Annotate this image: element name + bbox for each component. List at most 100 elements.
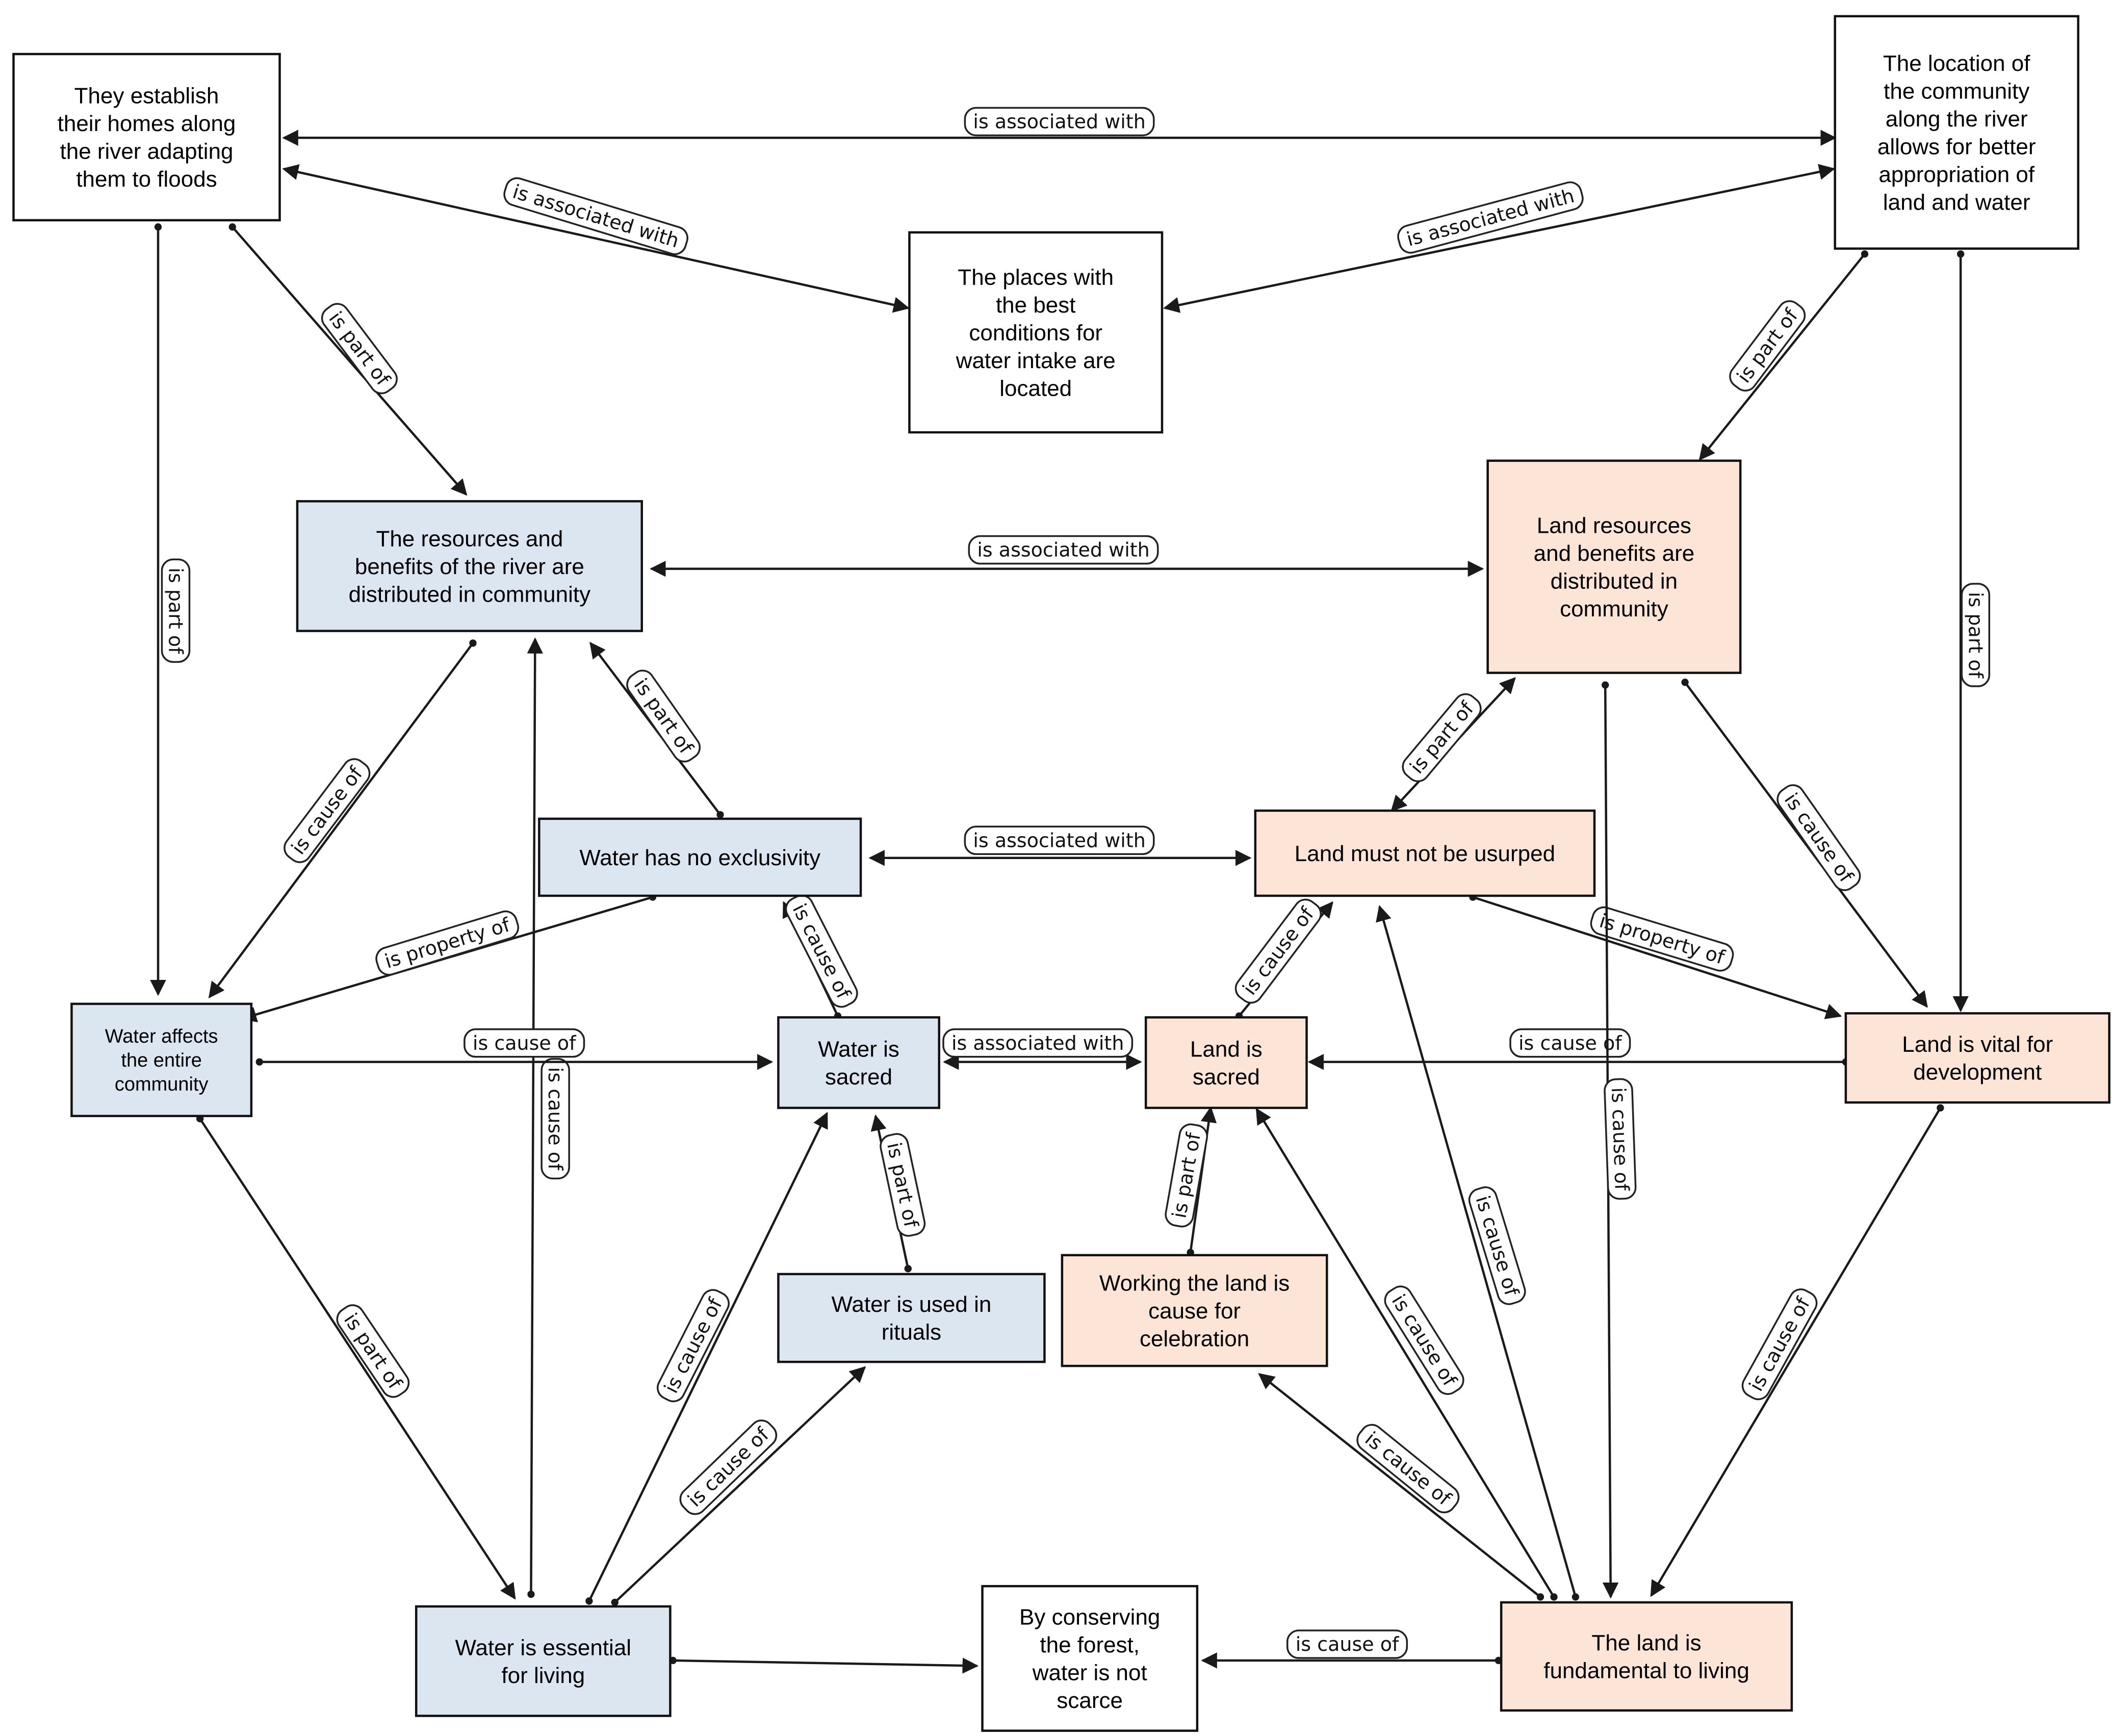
node-text-line: sacred — [1193, 1065, 1260, 1090]
edge-label-text: is part of — [324, 307, 395, 391]
edge-label-text: is cause of — [1361, 1428, 1456, 1511]
node-box — [1061, 1254, 1328, 1367]
edge: is part of — [150, 223, 191, 996]
edge: is associated with — [868, 825, 1252, 866]
edge — [669, 1656, 979, 1674]
edge-label-text: is associated with — [951, 1032, 1124, 1054]
edge: is cause of — [1201, 1629, 1503, 1669]
node-text-line: Working the land is — [1099, 1271, 1290, 1295]
node-text-line: appropriation of — [1878, 162, 2035, 187]
node-text-line: distributed in — [1551, 568, 1678, 593]
edge-line — [1469, 893, 1842, 1020]
node-text-line: land and water — [1883, 190, 2030, 215]
edge-label-text: is cause of — [660, 1294, 727, 1397]
node-box — [415, 1605, 672, 1717]
node-text-line: water is not — [1032, 1661, 1147, 1686]
edge-label-box — [1402, 693, 1482, 783]
node-land-sacred[interactable]: Land is sacred — [1144, 1016, 1308, 1109]
node-text-line: benefits of the river are — [355, 554, 584, 579]
node-land-usurp[interactable]: Land must not be usurped — [1254, 809, 1596, 897]
edge: is associated with — [282, 164, 910, 313]
edge-label-box — [968, 535, 1159, 565]
edge: is part of — [1952, 250, 1991, 1013]
node-text-line: them to floods — [76, 167, 217, 192]
node-text-line: community — [115, 1074, 209, 1095]
node-box — [1834, 15, 2079, 250]
node-text-line: rituals — [882, 1320, 941, 1345]
node-text-line: The resources and — [376, 526, 563, 551]
edge-label: is cause of — [785, 894, 858, 1008]
node-text-line: Land is — [1190, 1037, 1263, 1061]
edge-label-text: is cause of — [1607, 1087, 1633, 1192]
edge-label-box — [1286, 1629, 1408, 1659]
node-text-line: The places with — [958, 265, 1114, 290]
node-river-res[interactable]: The resources and benefits of the river a… — [296, 500, 643, 632]
node-text-line: water intake are — [956, 348, 1116, 373]
node-text-line: Land resources — [1537, 513, 1691, 538]
edge: is associated with — [650, 535, 1484, 577]
edge: is part of — [1698, 250, 1869, 461]
node-box — [12, 53, 281, 222]
edge-line — [1376, 905, 1580, 1601]
edge-label: is part of — [1402, 693, 1482, 783]
edge-label: is associated with — [964, 825, 1155, 856]
node-water-excl[interactable]: Water has no exclusivity — [538, 817, 862, 897]
edge: is part of — [228, 223, 468, 496]
edge-label: is cause of — [1384, 1285, 1464, 1395]
edge-line — [196, 1115, 516, 1600]
node-text-line: conditions for — [969, 320, 1102, 345]
node-text-line: located — [999, 376, 1072, 401]
edge-label: is property of — [1590, 906, 1734, 972]
edge-label-box — [1604, 1078, 1637, 1200]
edge-line — [282, 164, 910, 313]
edge-label-box — [161, 558, 191, 663]
edge-line — [1187, 1106, 1217, 1256]
edge-label: is part of — [321, 303, 398, 395]
node-water-rituals[interactable]: Water is used in rituals — [777, 1273, 1046, 1363]
edge-label: is cause of — [463, 1028, 585, 1058]
edge-label-box — [679, 1419, 778, 1515]
edge-label-box — [880, 1133, 926, 1237]
edge: is part of — [196, 1115, 516, 1600]
edge-label-box — [964, 107, 1155, 137]
node-text-line: community — [1560, 597, 1668, 621]
edge-line — [611, 1366, 866, 1607]
node-text-line: their homes along — [58, 111, 236, 136]
edge-label-text: is associated with — [977, 539, 1149, 561]
edge-label-text: is cause of — [1296, 1633, 1400, 1655]
node-text-line: scarce — [1057, 1688, 1123, 1713]
node-text-line: the entire — [121, 1050, 201, 1071]
edge-line — [1163, 164, 1836, 313]
edge-label-box — [284, 758, 371, 863]
node-text-line: the river adapting — [60, 139, 234, 164]
edge: is associated with — [1163, 164, 1836, 313]
edge-label-text: is cause of — [544, 1067, 566, 1171]
node-text-line: They establish — [74, 84, 219, 109]
edge: is property of — [1469, 893, 1842, 1020]
node-text-line: Water is — [818, 1037, 899, 1061]
edge-label: is part of — [1961, 583, 1991, 687]
edge: is property of — [240, 893, 657, 1023]
edge: is part of — [589, 641, 724, 819]
node-text-line: along the river — [1886, 107, 2028, 132]
edge: is cause of — [782, 894, 858, 1020]
edge-label-box — [942, 1028, 1134, 1058]
edge-label: is associated with — [1397, 181, 1584, 254]
node-text-line: Water is used in — [832, 1292, 992, 1317]
edge-label-box — [463, 1028, 585, 1058]
edge-label-text: is associated with — [510, 180, 681, 252]
node-text-line: distributed in community — [349, 582, 590, 607]
edge-label: is associated with — [968, 535, 1159, 565]
node-box — [1486, 459, 1742, 674]
